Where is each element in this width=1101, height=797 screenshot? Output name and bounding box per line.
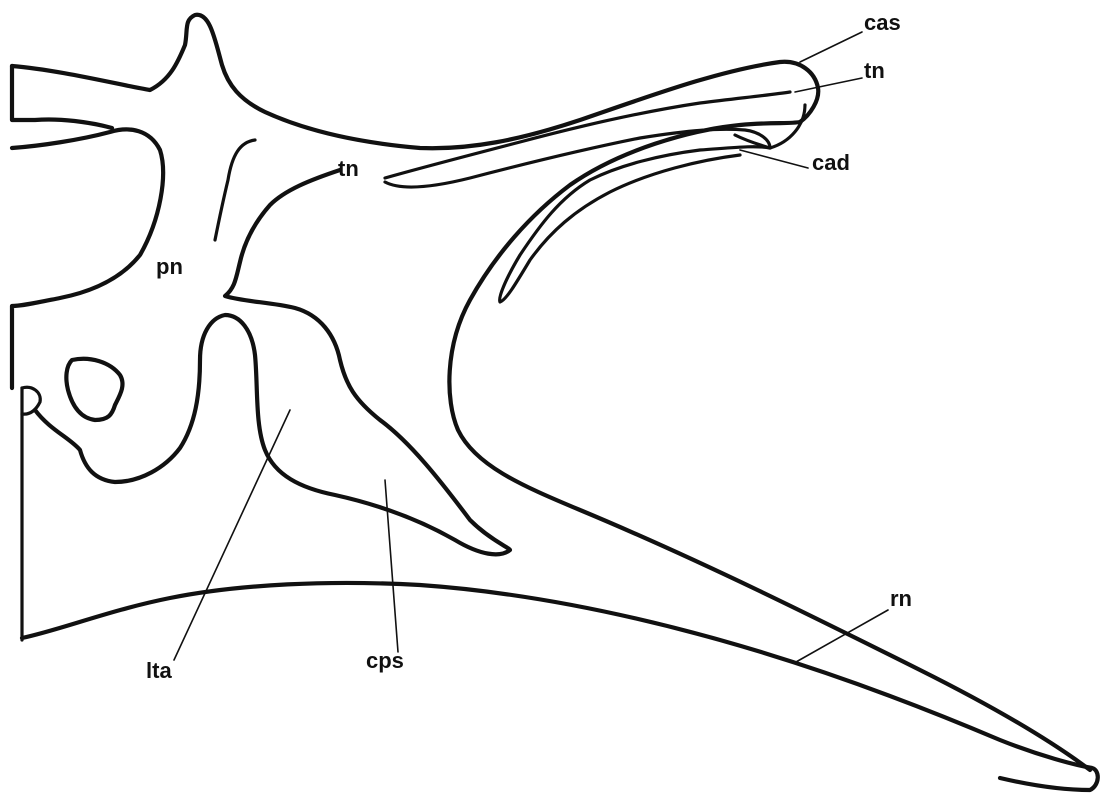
label-cad: cad [812,152,850,174]
leader-tn-upper [795,78,862,92]
foramen-loop [66,359,122,420]
label-cps: cps [366,650,404,672]
label-tn-upper: tn [864,60,885,82]
inner-curve-upper [215,140,255,240]
left-middle-edge [12,129,163,388]
leader-rn [796,610,888,662]
cad-loop [500,147,770,302]
leader-cad [740,150,808,168]
label-cas: cas [864,12,901,34]
label-lta: lta [146,660,172,682]
leader-cps [385,480,398,652]
leader-cas [800,32,862,62]
ventral-outline [22,583,1098,790]
label-pn: pn [156,256,183,278]
tn-canal-outer [385,92,790,178]
label-tn-middle: tn [338,158,359,180]
left-upper-edge [12,66,112,128]
leader-lta [174,410,290,660]
label-rn: rn [890,588,912,610]
